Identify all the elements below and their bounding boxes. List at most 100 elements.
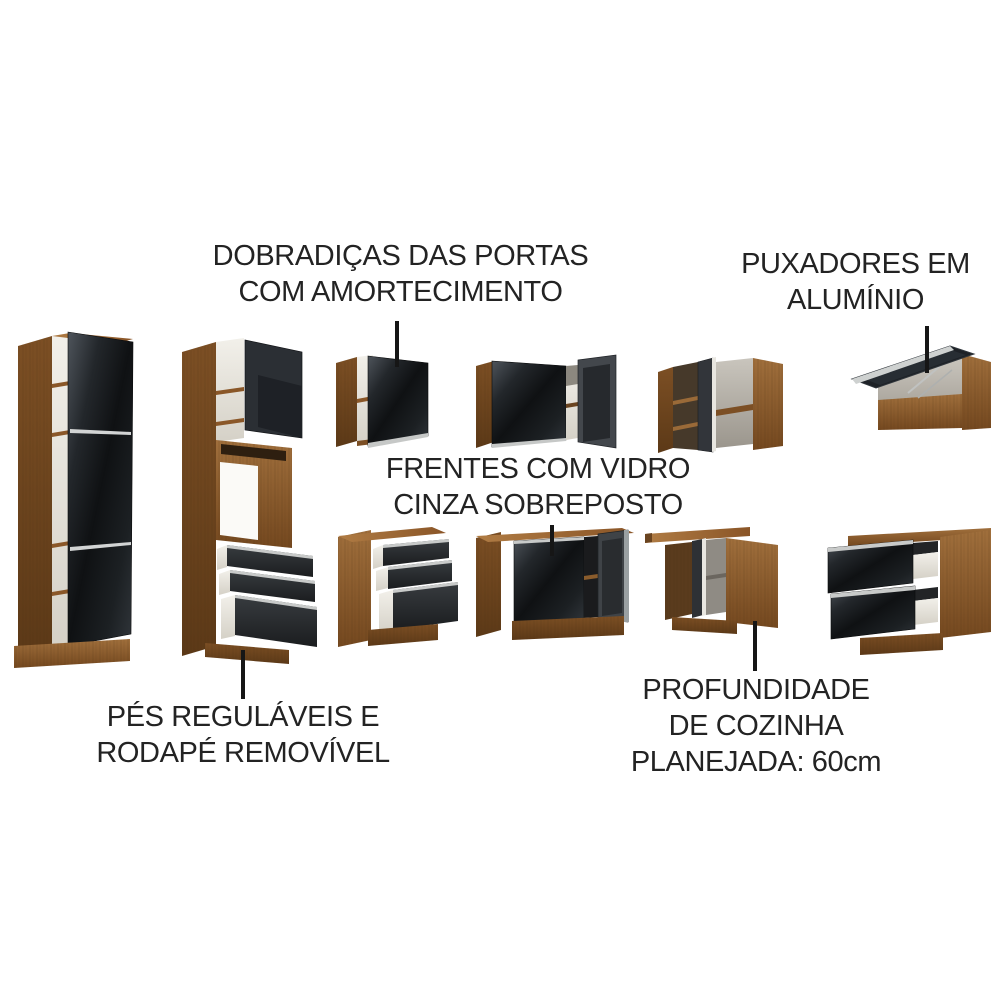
shelf <box>673 396 698 405</box>
open-door-inner <box>583 364 610 442</box>
drawer-box <box>376 567 388 591</box>
shelf <box>566 402 578 408</box>
drawer-gap <box>913 541 938 555</box>
drawer-front <box>235 595 317 647</box>
aluminum-handle <box>514 537 584 544</box>
corner-base-cabinet <box>645 527 778 634</box>
right-interior <box>716 358 753 448</box>
oven-cavity <box>220 462 258 540</box>
plinth-grain <box>672 617 737 634</box>
drawer-front <box>227 545 313 577</box>
wood-top-edge <box>848 528 991 546</box>
aluminum-handle <box>388 560 452 570</box>
shelf <box>673 422 698 431</box>
shelf <box>52 541 70 548</box>
closed-glass-door <box>513 536 585 625</box>
plinth-grain <box>205 643 289 664</box>
drawer-gap <box>913 587 938 601</box>
base-cabinet-double-door <box>476 528 634 640</box>
shelf <box>706 573 726 580</box>
plinth-grain <box>368 624 438 646</box>
flip-up-wall-cabinet <box>850 345 991 430</box>
aluminum-handle <box>70 542 131 551</box>
callout-adjustable-feet: PÉS REGULÁVEIS E RODAPÉ REMOVÍVEL <box>96 701 390 769</box>
aluminum-edge <box>492 438 566 448</box>
wood-side-panel <box>658 367 673 453</box>
callout-glass-fronts: FRENTES COM VIDRO CINZA SOBREPOSTO <box>385 453 691 521</box>
drawer-box <box>219 570 230 595</box>
door-edge-highlight <box>624 530 629 622</box>
drawer-box <box>217 545 227 570</box>
door-glass-inset <box>862 349 966 385</box>
tall-pantry-cabinet <box>14 331 134 668</box>
aluminum-handle <box>831 586 915 598</box>
shelf <box>716 404 753 416</box>
wood-grain-overlay <box>476 532 501 637</box>
aluminum-handle <box>383 539 449 548</box>
door-support-arm <box>917 369 953 399</box>
shelf <box>216 387 244 395</box>
wood-grain-overlay <box>962 354 991 430</box>
base-cabinet-two-drawers <box>827 528 991 655</box>
shelf <box>52 589 70 596</box>
aluminum-handle <box>235 595 317 610</box>
countertop <box>645 527 750 543</box>
wall-cabinet-single-door <box>336 355 429 448</box>
open-door <box>692 539 703 618</box>
plinth-grain <box>860 633 943 655</box>
cabinet-interior <box>52 333 70 647</box>
wood-grain-overlay <box>338 530 371 647</box>
plinth-grain <box>512 616 624 640</box>
wood-rail-grain <box>878 394 962 430</box>
aluminum-handle <box>828 540 913 552</box>
door-white-edge <box>702 538 706 616</box>
glass-door <box>367 355 429 447</box>
open-door-inner <box>258 375 302 438</box>
wood-top-edge <box>476 528 634 542</box>
wood-grain-overlay <box>726 538 778 628</box>
open-door-inner <box>602 538 622 616</box>
drawer-box <box>913 598 938 625</box>
plinth-grain <box>14 639 130 668</box>
tall-oven-cabinet <box>182 338 317 664</box>
aluminum-handle <box>227 545 313 559</box>
wood-grain-overlay <box>182 342 216 656</box>
left-interior <box>673 362 698 450</box>
wood-door-grain <box>665 542 692 620</box>
wall-cabinet-double-door <box>476 354 617 449</box>
open-door <box>697 357 714 453</box>
wood-grain-overlay <box>476 361 494 448</box>
niche-slot <box>221 444 286 461</box>
aluminum-handle <box>230 570 315 584</box>
drawer-box <box>379 590 393 633</box>
shelf <box>216 418 244 426</box>
drawer-box <box>373 545 383 569</box>
drawer-box <box>913 552 938 579</box>
drawer-box <box>221 595 235 639</box>
drawer-front <box>393 582 458 630</box>
shelf <box>52 381 70 388</box>
aluminum-handle <box>393 582 458 593</box>
corner-wall-cabinet <box>658 357 783 453</box>
callout-kitchen-depth: PROFUNDIDADE DE COZINHA PLANEJADA: 60cm <box>630 674 882 778</box>
callout-aluminum-handles: PUXADORES EM ALUMÍNIO <box>741 248 970 316</box>
interior-shadow <box>566 365 578 386</box>
shelf <box>584 574 598 580</box>
shelf <box>52 430 70 437</box>
callout-hinges: DOBRADIÇAS DAS PORTAS COM AMORTECIMENTO <box>212 240 589 308</box>
glass-door <box>67 331 134 647</box>
wood-grain-overlay <box>940 530 991 638</box>
base-cabinet-three-drawers <box>338 527 458 647</box>
aluminum-handle <box>70 429 131 435</box>
drawer-front <box>230 570 315 602</box>
aluminum-edge <box>368 433 428 448</box>
door-white-edge <box>712 357 716 452</box>
leader-lines <box>241 321 929 699</box>
closed-glass-door <box>491 360 567 448</box>
wood-grain-overlay <box>18 336 52 654</box>
countertop-edge <box>645 533 652 543</box>
door-support-arm <box>907 361 946 394</box>
wood-top-edge <box>338 527 446 542</box>
